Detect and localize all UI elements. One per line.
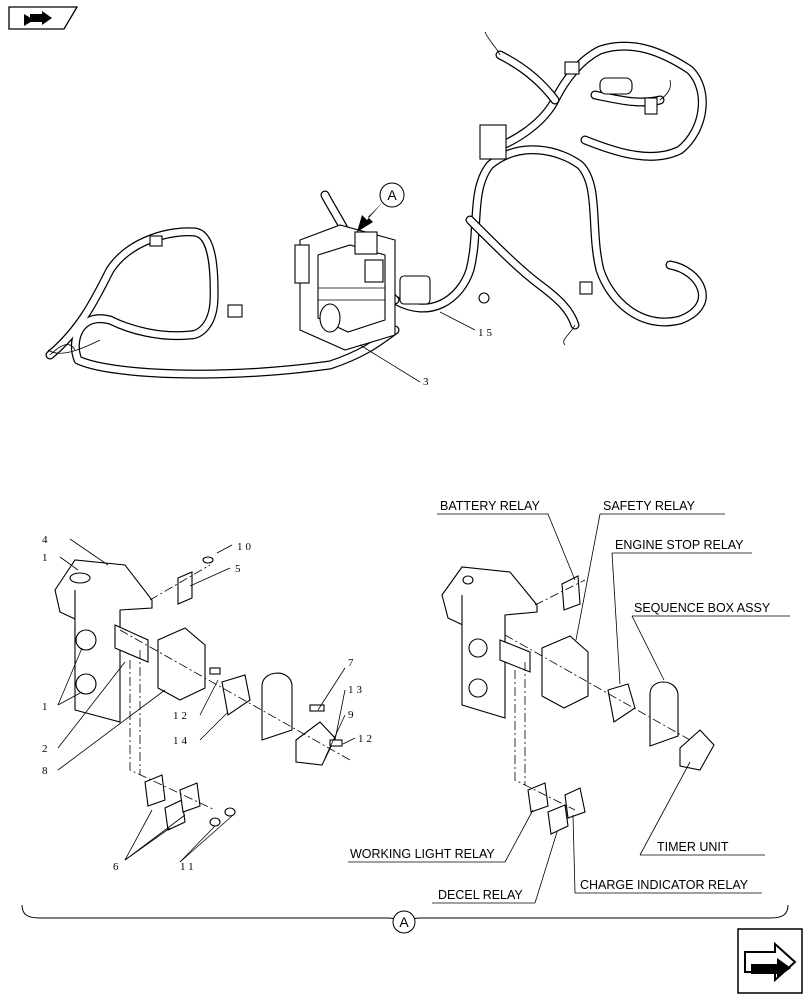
callout-15: 15 <box>478 327 495 339</box>
callout-3: 3 <box>423 376 432 388</box>
callout-1-bottom: 1 <box>42 701 51 713</box>
decel-relay-label: DECEL RELAY <box>438 888 523 902</box>
callout-12-left: 12 <box>173 710 190 722</box>
callout-10: 10 <box>237 541 254 553</box>
working-light-relay-label: WORKING LIGHT RELAY <box>350 847 495 861</box>
battery-relay-label: BATTERY RELAY <box>440 499 540 513</box>
view-a-marker-bottom: A <box>399 914 409 930</box>
relay-bracket-assembly-overview <box>294 224 396 351</box>
callout-8: 8 <box>42 765 51 777</box>
next-page-arrow-icon[interactable] <box>737 928 803 994</box>
exploded-view-left <box>54 556 351 831</box>
charge-indicator-relay-label: CHARGE INDICATOR RELAY <box>580 878 749 892</box>
left-callout-leaders <box>57 538 356 863</box>
callout-9: 9 <box>348 709 357 721</box>
callout-13: 13 <box>348 684 365 696</box>
callout-12-right: 12 <box>358 733 375 745</box>
sequence-box-assy-label: SEQUENCE BOX ASSY <box>634 601 771 615</box>
callout-6: 6 <box>113 861 122 873</box>
relay-label-leaders <box>348 513 790 904</box>
callout-11: 11 <box>180 861 197 873</box>
callout-5: 5 <box>235 563 244 575</box>
callout-4: 4 <box>42 534 51 546</box>
engine-stop-relay-label: ENGINE STOP RELAY <box>615 538 744 552</box>
exploded-view-right <box>441 566 715 835</box>
view-a-arrow <box>357 182 405 232</box>
safety-relay-label: SAFETY RELAY <box>603 499 696 513</box>
callout-7: 7 <box>348 657 357 669</box>
timer-unit-label: TIMER UNIT <box>657 840 729 854</box>
book-arrow-icon[interactable] <box>8 6 79 30</box>
view-a-marker-top: A <box>387 187 397 203</box>
callout-1-top: 1 <box>42 552 51 564</box>
callout-14: 14 <box>173 735 190 747</box>
callout-2: 2 <box>42 743 51 755</box>
